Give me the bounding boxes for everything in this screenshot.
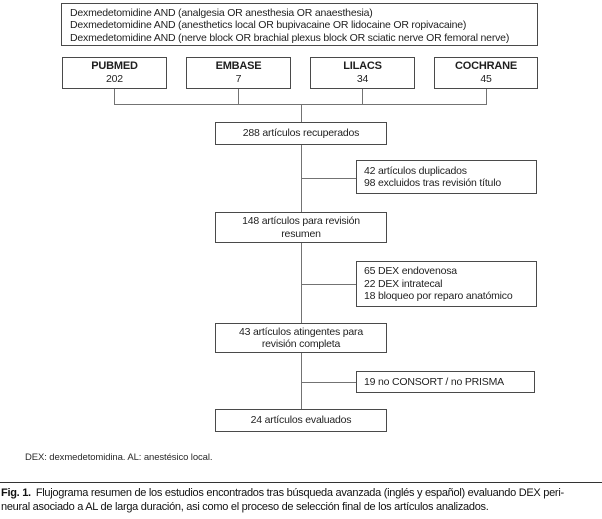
evaluated-articles-box: 24 artículos evaluados [215, 409, 387, 432]
caption-text: Flujograma resumen de los estudios encon… [35, 487, 564, 499]
excluded-line: 19 no CONSORT / no PRISMA [364, 375, 504, 388]
caption-divider [0, 482, 602, 483]
connector-line [301, 382, 356, 383]
connector-line [114, 104, 487, 105]
database-count: 202 [106, 72, 123, 85]
excluded-abstract-review-box: 65 DEX endovenosa 22 DEX intratecal 18 b… [356, 261, 537, 307]
full-review-line: revisión completa [261, 338, 341, 350]
search-strategy-line: Dexmedetomidine AND (anesthetics local O… [70, 19, 467, 32]
connector-line [301, 104, 302, 122]
caption-line: neural asociado a AL de larga duración, … [1, 500, 489, 513]
caption-line: Fig. 1. Flujograma resumen de los estudio… [1, 487, 602, 501]
connector-line [486, 89, 487, 104]
connector-line [114, 89, 115, 104]
search-strategy-line: Dexmedetomidine AND (nerve block OR brac… [70, 31, 510, 44]
abbreviations-footnote: DEX: dexmedetomidina. AL: anestésico loc… [25, 452, 213, 463]
database-count: 7 [235, 72, 242, 85]
connector-line [301, 353, 302, 409]
full-review-box: 43 artículos atingentes para revisión co… [215, 323, 387, 353]
figure-caption: Fig. 1. Flujograma resumen de los estudio… [1, 487, 602, 514]
excluded-line: 65 DEX endovenosa [364, 265, 457, 278]
abstract-review-box: 148 artículos para revisión resumen [215, 212, 387, 243]
connector-line [301, 178, 356, 179]
database-box-cochrane: COCHRANE 45 [434, 57, 538, 89]
excluded-line: 42 artículos duplicados [364, 164, 467, 177]
excluded-line: 22 DEX intratecal [364, 277, 443, 290]
abstract-review-line: 148 artículos para revisión [242, 215, 360, 227]
excluded-consort-prisma-box: 19 no CONSORT / no PRISMA [356, 371, 535, 393]
excluded-line: 18 bloqueo por reparo anatómico [364, 290, 513, 303]
search-strategy-line: Dexmedetomidine AND (analgesia OR anesth… [70, 7, 373, 19]
evaluated-articles-text: 24 artículos evaluados [250, 414, 352, 427]
retrieved-articles-text: 288 artículos recuperados [242, 127, 360, 140]
connector-line [238, 89, 239, 104]
database-box-pubmed: PUBMED 202 [62, 57, 167, 89]
database-name: EMBASE [215, 60, 262, 73]
full-review-line: 43 artículos atingentes para [239, 325, 363, 338]
database-name: LILACS [343, 60, 382, 73]
excluded-title-review-box: 42 artículos duplicados 98 excluidos tra… [356, 160, 537, 194]
retrieved-articles-box: 288 artículos recuperados [215, 122, 387, 145]
connector-line [362, 89, 363, 104]
database-name: COCHRANE [455, 60, 517, 73]
connector-line [301, 243, 302, 323]
excluded-line: 98 excluidos tras revisión título [364, 177, 501, 189]
database-count: 34 [356, 72, 369, 85]
database-count: 45 [480, 72, 492, 85]
connector-line [301, 284, 356, 285]
database-box-lilacs: LILACS 34 [310, 57, 415, 89]
search-strategy-box: Dexmedetomidine AND (analgesia OR anesth… [61, 3, 538, 46]
database-name: PUBMED [91, 60, 138, 73]
abstract-review-line: resumen [281, 227, 321, 240]
database-box-embase: EMBASE 7 [186, 57, 291, 89]
figure-label: Fig. 1. [1, 487, 31, 499]
